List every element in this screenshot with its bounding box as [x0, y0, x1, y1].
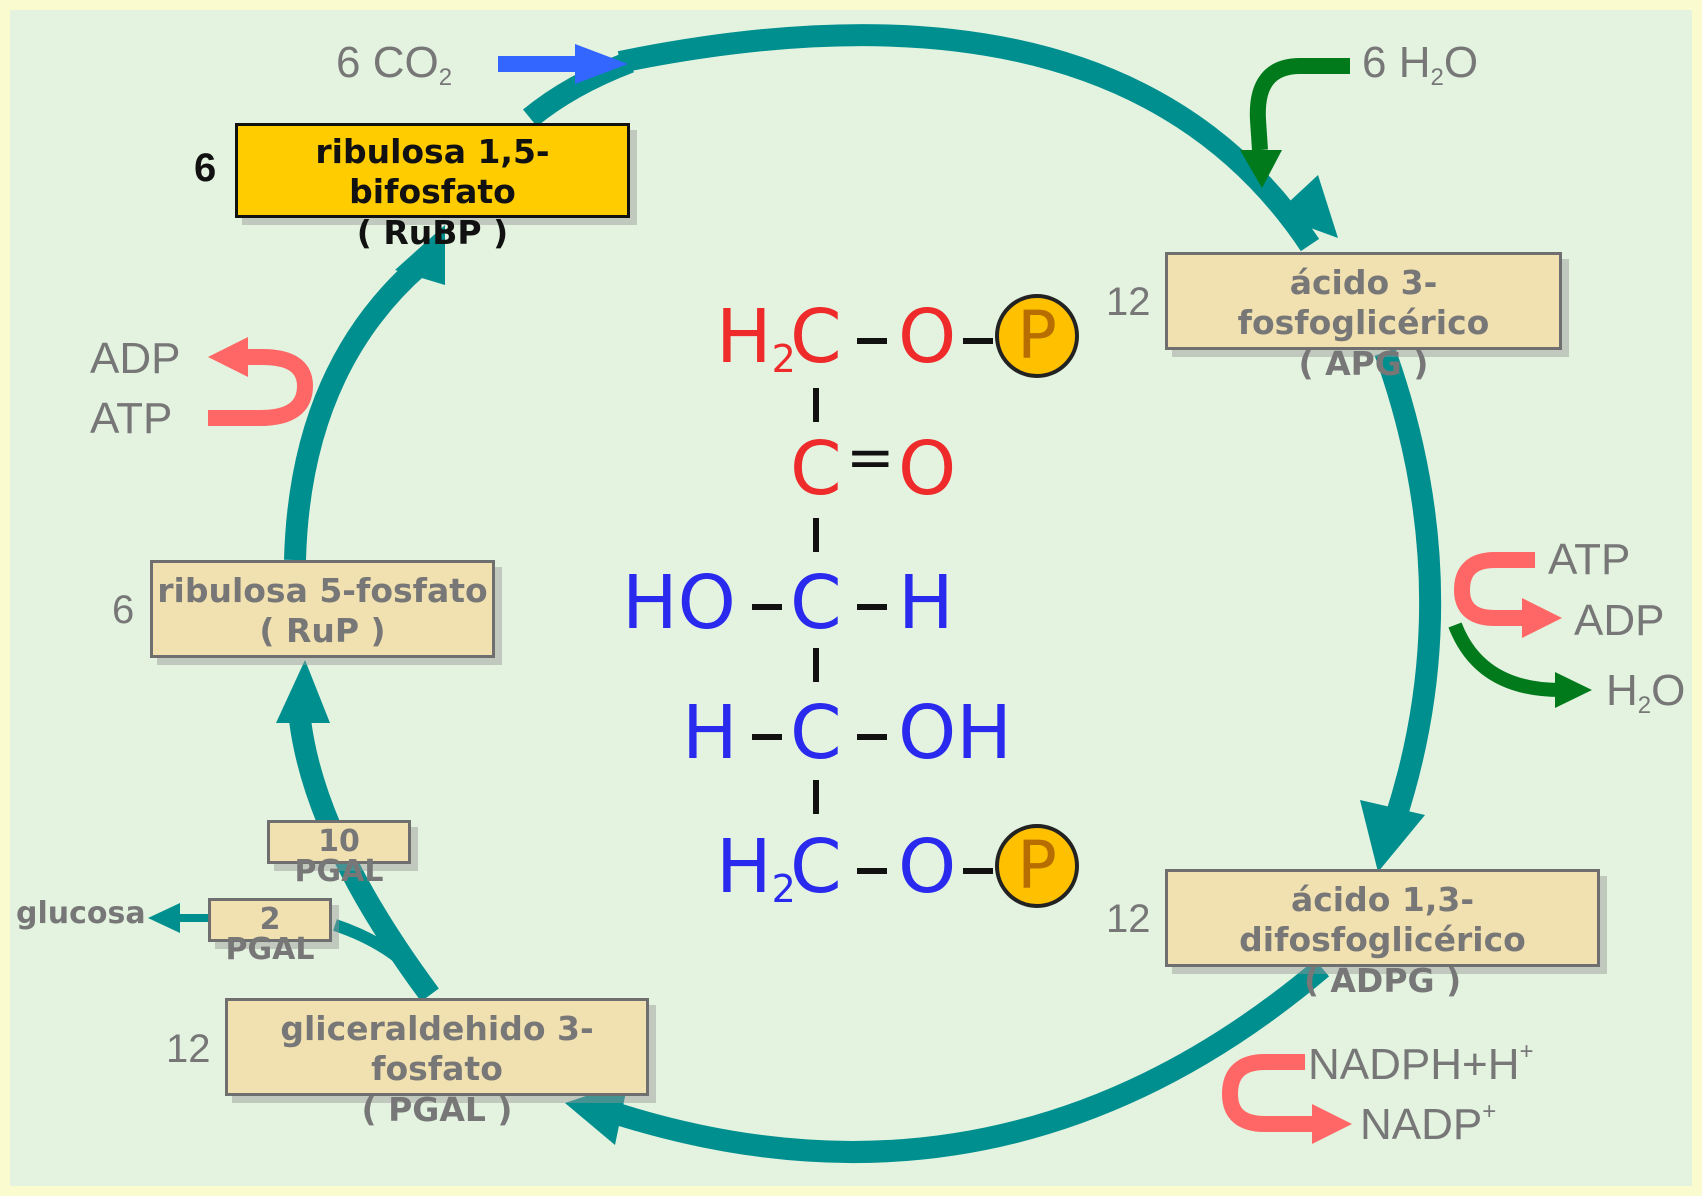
apg-name: ácido 3-fosfoglicérico — [1237, 263, 1490, 343]
mol-r1-phosphate: P — [995, 294, 1079, 378]
cycle-arc-adpg-to-pgal — [601, 959, 1330, 1163]
mol-r3-bond-left — [752, 604, 782, 610]
co2-arrow-shaft — [498, 56, 578, 72]
mol-r1-bond-o-p — [963, 338, 993, 344]
mol-r4-h: H — [682, 690, 738, 776]
rubp-name: ribulosa 1,5-bifosfato — [315, 132, 550, 212]
right-energy-arrow — [1453, 552, 1535, 626]
right-energy-arrowhead — [1522, 598, 1562, 638]
mol-r3-bond-right — [857, 604, 887, 610]
mol-r3-h: H — [898, 560, 954, 646]
mol-r2-o: O — [898, 426, 957, 512]
mol-r5-bond-c-o — [857, 868, 887, 874]
mol-r4-c: C — [790, 690, 842, 776]
h2o-out-arrow — [1448, 622, 1561, 697]
mol-r4-oh: OH — [898, 690, 1012, 776]
pgal-count: 12 — [166, 1027, 211, 1071]
left-energy-arrowhead — [208, 337, 248, 377]
pgal-export-arc — [333, 919, 430, 989]
rup-abbr: ( RuP ) — [259, 611, 386, 651]
mol-r2-c: C — [790, 426, 842, 512]
mol-bond-c4-c5 — [813, 780, 819, 814]
mol-r4-bond-right — [857, 734, 887, 740]
rup-name: ribulosa 5-fosfato — [157, 571, 488, 610]
cycle-arc-co2-to-apg — [617, 24, 1320, 252]
mol-r5-phosphate: P — [995, 824, 1079, 908]
h2o-out-arrowhead — [1555, 672, 1592, 708]
mol-bond-c2-c3 — [813, 518, 819, 552]
rup-count: 6 — [112, 588, 135, 632]
adpg-abbr: ( ADPG ) — [1303, 960, 1462, 1000]
adpg-name: ácido 1,3-difosfoglicérico — [1239, 880, 1526, 960]
mol-r5-o: O — [898, 824, 957, 910]
pgal-10-box: 10 PGAL — [267, 820, 411, 887]
pgal-box: gliceraldehido 3-fosfato ( PGAL ) — [225, 998, 649, 1129]
cycle-arrowhead-rubp — [395, 225, 445, 285]
nadph-label: NADPH+H+ — [1308, 1038, 1534, 1089]
rubp-box: ribulosa 1,5-bifosfato ( RuBP ) — [235, 123, 630, 252]
adpg-count: 12 — [1106, 897, 1151, 941]
glucosa-arrowhead — [148, 903, 180, 933]
rup-box: ribulosa 5-fosfato ( RuP ) — [150, 560, 495, 658]
mol-r3-c: C — [790, 560, 842, 646]
mol-r5-h2: H2 — [716, 824, 796, 911]
nadp-label: NADP+ — [1360, 1098, 1497, 1149]
h2o-in-label: 6 H2O — [1362, 38, 1479, 91]
h2o-out-label: H2O — [1606, 666, 1686, 719]
apg-box: ácido 3-fosfoglicérico ( APG ) — [1165, 252, 1562, 383]
right-atp-label: ATP — [1548, 535, 1631, 584]
mol-r1-h2: H2 — [716, 294, 796, 381]
mol-r5-bond-o-p — [963, 868, 993, 874]
left-atp-label: ATP — [90, 394, 173, 443]
apg-abbr: ( APG ) — [1298, 343, 1429, 383]
left-adp-label: ADP — [90, 334, 181, 383]
h2o-in-arrow — [1249, 58, 1350, 151]
mol-r1-bond-c-o — [857, 338, 887, 344]
nadph-arrow — [1221, 1054, 1315, 1132]
nadph-arrowhead — [1312, 1104, 1352, 1144]
mol-r3-ho: HO — [622, 560, 736, 646]
right-adp-label: ADP — [1574, 596, 1665, 645]
cycle-arrowhead-rup — [276, 660, 330, 723]
cycle-arc-apg-to-adpg — [1374, 348, 1442, 824]
cycle-arrowhead-pgal — [565, 1082, 628, 1145]
mol-bond-c1-c2 — [813, 388, 819, 422]
left-energy-arrow — [208, 349, 314, 426]
mol-r2-double-bond: = — [846, 423, 895, 491]
mol-r4-bond-left — [752, 734, 782, 740]
pgal-2-box: 2 PGAL — [208, 898, 332, 965]
mol-r1-o: O — [898, 294, 957, 380]
apg-count: 12 — [1106, 280, 1151, 324]
co2-label: 6 CO2 — [336, 38, 453, 91]
mol-r5-c: C — [790, 824, 842, 910]
glucosa-label: glucosa — [16, 896, 146, 931]
pgal-name: gliceraldehido 3-fosfato — [280, 1009, 594, 1089]
co2-arrowhead — [575, 44, 628, 84]
mol-r1-c: C — [790, 294, 842, 380]
mol-bond-c3-c4 — [813, 648, 819, 682]
cycle-arc-rup-to-rubp — [284, 256, 428, 561]
rubp-count: 6 — [194, 146, 217, 190]
h2o-in-arrowhead — [1240, 150, 1282, 188]
cycle-arrowhead-adpg — [1360, 800, 1425, 872]
cycle-arrowhead-apg — [1275, 175, 1338, 238]
rubp-abbr: ( RuBP ) — [356, 212, 509, 252]
adpg-box: ácido 1,3-difosfoglicérico ( ADPG ) — [1165, 869, 1600, 1000]
pgal-abbr: ( PGAL ) — [361, 1089, 513, 1129]
